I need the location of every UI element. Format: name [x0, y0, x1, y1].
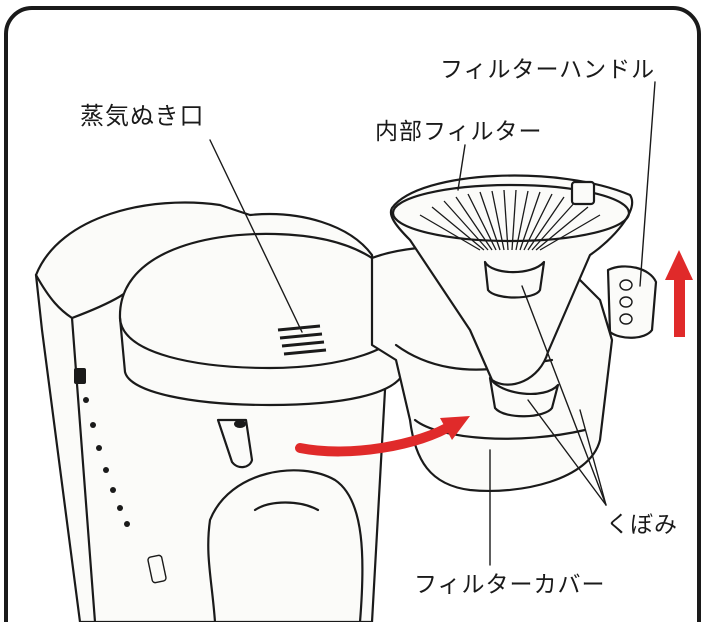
carafe-handle — [207, 469, 364, 624]
swing-arrow-head — [440, 416, 470, 440]
top-lid — [118, 232, 408, 407]
recess-upper — [483, 260, 546, 299]
filter-clip — [570, 180, 596, 206]
water-level-marks — [74, 368, 167, 584]
swing-arrow-shaft — [295, 420, 457, 457]
inner-filter-label: 内部フィルター — [375, 119, 543, 145]
leader-lines — [209, 81, 656, 566]
pivot-post — [216, 418, 254, 469]
filter-handle-label: フィルターハンドル — [440, 57, 656, 83]
recess-label: くぼみ — [606, 512, 678, 538]
filter-cover-label: フィルターカバー — [414, 572, 606, 598]
steam-vent-slits — [277, 324, 327, 356]
lift-arrow-shaft — [674, 275, 685, 337]
filter-mesh — [419, 189, 601, 251]
steam-vent-label: 蒸気ぬき口 — [80, 102, 205, 130]
recess-lower — [488, 376, 560, 418]
coffee-maker-body — [34, 201, 408, 624]
lift-arrow-head — [665, 250, 693, 280]
